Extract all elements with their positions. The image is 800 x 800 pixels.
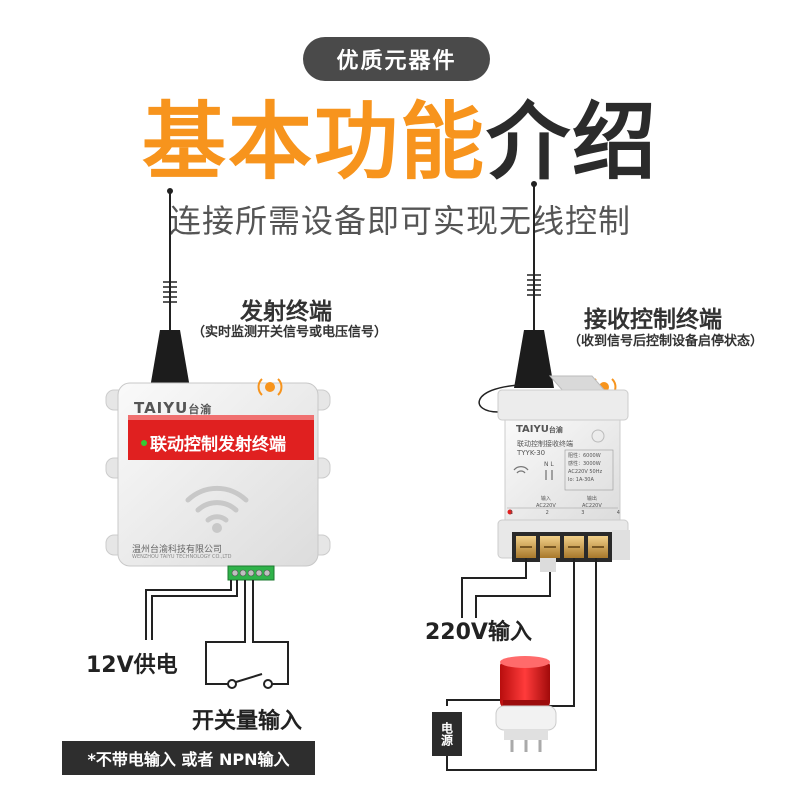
- terminal-2: 2: [545, 510, 549, 516]
- title-highlight: 基本功能: [141, 93, 486, 191]
- spec-inductive: 感性：3000W: [568, 461, 601, 467]
- page-subtitle: 连接所需设备即可实现无线控制: [168, 202, 631, 240]
- power-box: [432, 712, 462, 756]
- ac-input-label: 220V输入: [425, 620, 532, 645]
- receiver-specs: 阻性：6000W 感性：3000W AC220V 50Hz Io: 1A-30A: [568, 452, 602, 484]
- alarm-lamp: [495, 656, 557, 752]
- terminal-3: 3: [581, 510, 585, 516]
- terminal-4: 4: [616, 510, 620, 516]
- transmitter-antenna: [150, 188, 190, 388]
- spec-current: Io: 1A-30A: [568, 477, 594, 483]
- receiver-antenna: [478, 181, 554, 413]
- power-12v-label: 12V供电: [86, 653, 178, 678]
- footnote: *不带电输入 或者 NPN输入: [62, 741, 315, 775]
- title-rest: 介绍: [486, 93, 659, 191]
- receiver-model-name: 联动控制接收终端: [517, 440, 573, 448]
- spec-resistive: 阻性：6000W: [568, 453, 601, 459]
- output-label: 输出: [586, 496, 597, 502]
- receiver-brand-cn: 台渝: [548, 426, 563, 434]
- transmitter-wires: [145, 580, 289, 689]
- transmitter-desc: （实时监测开关信号或电压信号）: [192, 325, 388, 340]
- receiver-title: 接收控制终端: [584, 307, 722, 333]
- output-value: AC220V: [582, 503, 602, 509]
- receiver-desc: （收到信号后控制设备启停状态）: [568, 334, 764, 349]
- receiver-nl: N L: [544, 461, 554, 468]
- quality-badge: 优质元器件: [303, 37, 490, 81]
- transmitter-device: [105, 382, 331, 581]
- receiver-wires: [446, 558, 597, 771]
- switch-input-label: 开关量输入: [192, 709, 303, 734]
- receiver-terminal-numbers: 1 2 3 4: [510, 510, 620, 516]
- input-value: AC220V: [536, 503, 556, 509]
- transmitter-title: 发射终端: [240, 299, 332, 325]
- power-box-label: 电源: [439, 722, 454, 746]
- spec-voltage: AC220V 50Hz: [568, 469, 603, 475]
- transmitter-company-en: WENZHOU TAIYU TECHNOLOGY CO.,LTD: [132, 554, 232, 560]
- transmitter-brand: TAIYU: [134, 399, 189, 417]
- terminal-1: 1: [510, 510, 514, 516]
- input-label: 输入: [540, 496, 551, 502]
- receiver-wifi-icon: [513, 466, 529, 474]
- receiver-output-label: 输出 AC220V: [582, 496, 602, 510]
- receiver-input-label: 输入 AC220V: [536, 496, 556, 510]
- transmitter-banner: 联动控制发射终端: [150, 435, 286, 455]
- wifi-icon: [185, 485, 249, 523]
- transmitter-brand-cn: 台渝: [188, 403, 213, 416]
- receiver-model: TYYK-30: [517, 449, 546, 457]
- receiver-device: [497, 375, 630, 572]
- receiver-terminals: [516, 536, 608, 558]
- receiver-brand: TAIYU: [516, 424, 549, 435]
- page-title: 基本功能介绍: [0, 92, 800, 192]
- transmitter-company: 温州台渝科技有限公司: [132, 545, 223, 555]
